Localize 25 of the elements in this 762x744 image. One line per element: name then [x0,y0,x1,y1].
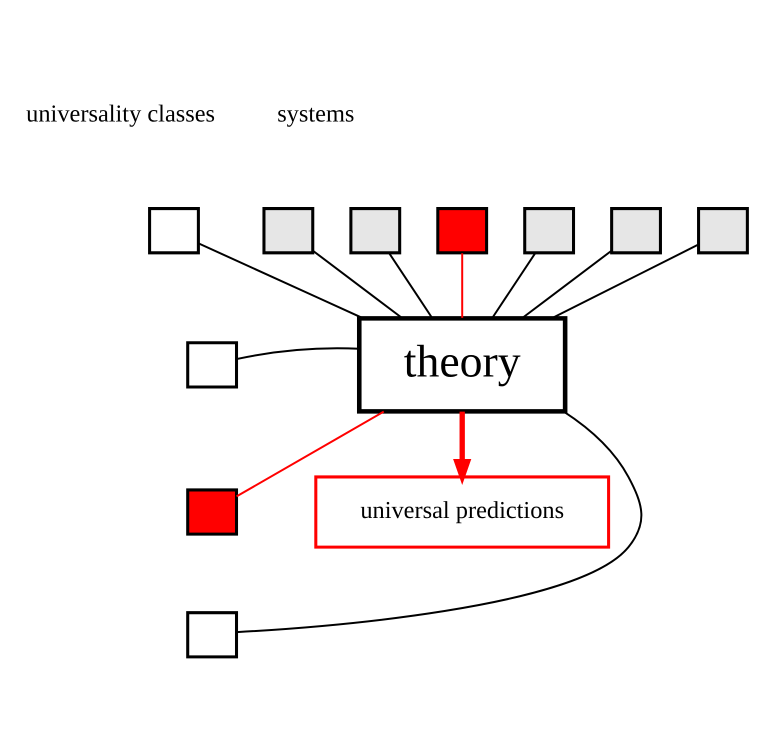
node-box: universal predictions [314,474,610,548]
node-box [349,206,402,254]
node-box [697,206,749,254]
connector [236,346,360,360]
connector [551,243,699,319]
connector [461,252,464,318]
node-box [148,206,200,254]
label: universality classes [26,100,216,127]
connector [198,242,364,319]
node-box [610,206,662,254]
arrow [453,411,472,484]
node-box [523,206,576,254]
node-box [186,340,238,388]
node-box [262,206,314,254]
connector [236,410,642,633]
connector [312,250,403,318]
connector [236,410,384,497]
node-box [186,488,238,536]
connector [388,252,433,318]
connector [492,252,536,318]
label: systems [277,100,354,127]
node-box [186,610,238,658]
node-box: theory [356,316,568,414]
node-box [436,206,488,254]
connector [522,250,612,318]
